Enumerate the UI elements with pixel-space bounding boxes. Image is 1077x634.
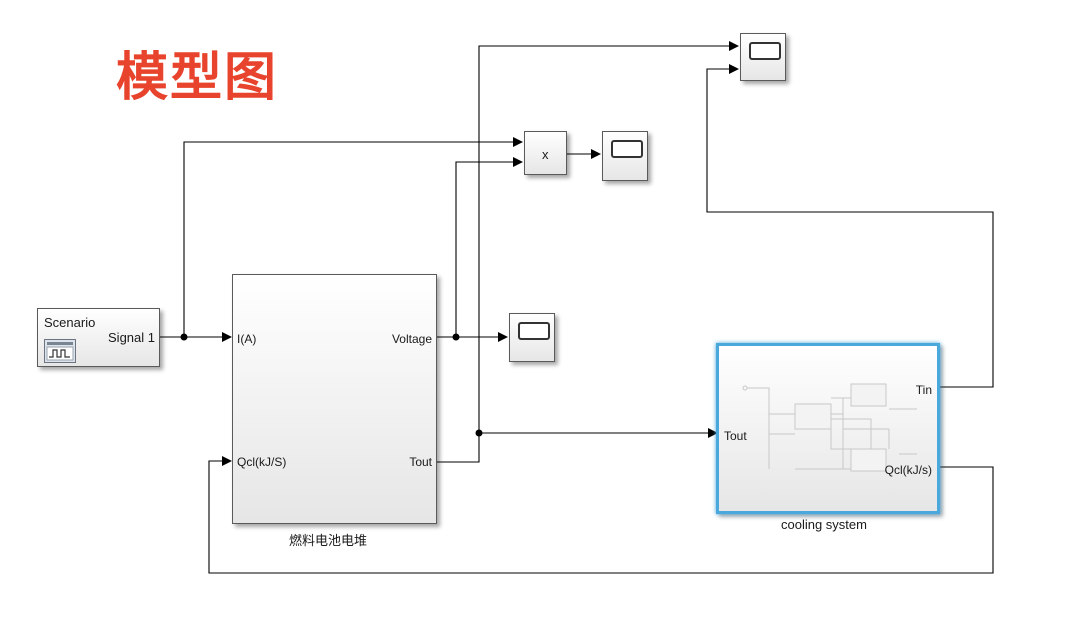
stack-caption: 燃料电池电堆 xyxy=(289,534,368,549)
scope-icon xyxy=(749,42,781,60)
branch-point xyxy=(180,333,188,341)
wire-tout-trunk xyxy=(436,41,739,463)
wire-qcl-feedback xyxy=(208,456,994,574)
stack-output-voltage: Voltage xyxy=(391,332,432,346)
wire-signal-to-product xyxy=(183,137,523,337)
subsystem-icon xyxy=(742,383,917,472)
scope-voltage-power[interactable] xyxy=(602,131,648,181)
cooling-input-tout: Tout xyxy=(724,429,747,443)
cooling-caption: cooling system xyxy=(781,517,867,532)
cooling-output-tin: Tin xyxy=(915,383,932,397)
branch-point xyxy=(475,429,483,437)
scenario-name: Scenario xyxy=(44,315,96,330)
cooling-system-block[interactable]: Tout Tin Qcl(kJ/s) xyxy=(716,343,940,514)
product-operator: x xyxy=(542,147,549,162)
scope-icon xyxy=(611,140,643,158)
stack-input-qcl: Qcl(kJ/S) xyxy=(237,455,287,469)
scenario-block[interactable]: Scenario Signal 1 xyxy=(37,308,160,367)
scenario-output-port: Signal 1 xyxy=(108,330,155,345)
page-title: 模型图 xyxy=(116,48,279,108)
wire-voltage-to-product xyxy=(455,157,523,337)
scope-voltage[interactable] xyxy=(509,313,555,362)
product-block[interactable]: x xyxy=(524,131,567,175)
stack-input-current: I(A) xyxy=(237,332,257,346)
wire-tin-to-scope xyxy=(706,64,994,388)
signal-builder-icon xyxy=(44,339,76,363)
scope-icon xyxy=(518,322,550,340)
fuel-cell-stack-block[interactable]: I(A) Qcl(kJ/S) Voltage Tout xyxy=(232,274,437,524)
stack-output-tout: Tout xyxy=(409,455,432,469)
cooling-output-qcl: Qcl(kJ/s) xyxy=(884,463,932,477)
scope-temperature[interactable] xyxy=(740,33,786,81)
branch-point xyxy=(452,333,460,341)
